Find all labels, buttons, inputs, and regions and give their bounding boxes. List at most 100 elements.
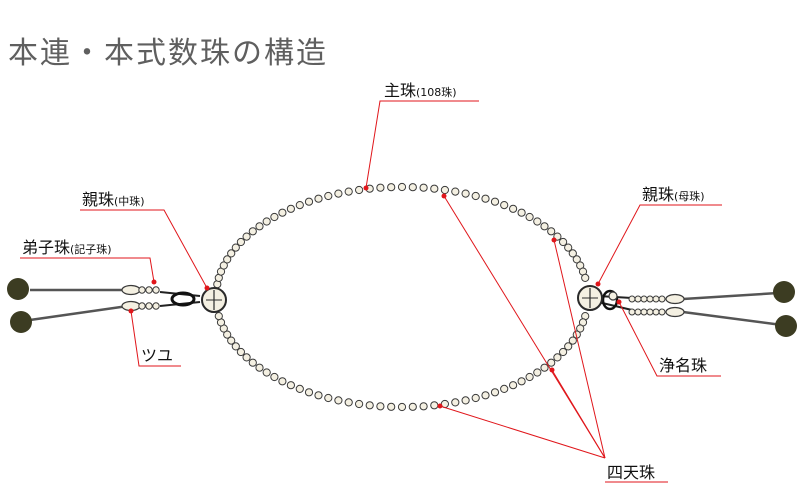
main-bead	[344, 187, 353, 196]
main-bead	[248, 227, 257, 236]
main-bead	[461, 396, 470, 405]
main-bead	[304, 388, 314, 397]
tassel-ball-left-lower	[10, 311, 32, 333]
main-bead	[481, 391, 490, 400]
main-bead	[547, 227, 556, 236]
main-bead	[227, 336, 236, 345]
main-bead	[419, 402, 428, 411]
leader-tsuyu	[130, 310, 181, 367]
main-bead-ring	[213, 182, 590, 412]
leader-lines	[20, 100, 722, 483]
main-bead	[286, 381, 295, 390]
main-bead	[355, 185, 364, 195]
main-bead	[500, 201, 509, 210]
main-bead	[255, 363, 264, 372]
tsuyu-bead-upper	[121, 284, 141, 296]
main-bead	[451, 398, 460, 407]
main-bead	[262, 368, 271, 377]
main-bead	[314, 391, 323, 400]
main-bead	[397, 182, 407, 192]
main-bead	[262, 217, 271, 226]
markers	[128, 185, 622, 409]
main-bead	[430, 184, 439, 193]
main-bead	[270, 372, 279, 382]
deshidama-bead	[152, 302, 160, 310]
left-knot	[170, 291, 196, 307]
main-bead	[481, 194, 490, 203]
label-shuju: 主珠(108珠)	[384, 81, 457, 100]
deshidama-beads	[138, 286, 160, 310]
main-bead	[533, 217, 542, 226]
main-bead	[572, 255, 581, 264]
main-bead	[255, 222, 264, 231]
right-string-bead	[640, 308, 648, 316]
marker-shuju	[363, 185, 369, 191]
deshidama-bead	[152, 286, 160, 294]
main-bead	[461, 189, 470, 198]
main-bead	[236, 347, 245, 357]
right-string-bead	[646, 295, 654, 303]
main-bead	[231, 243, 240, 252]
main-bead	[533, 368, 542, 377]
right-tassel-assembly	[577, 281, 797, 337]
main-bead	[490, 388, 500, 397]
main-bead	[344, 398, 353, 407]
label-oyadama-left: 親珠(中珠)	[82, 190, 145, 209]
main-bead	[376, 402, 385, 411]
right-string-bead	[652, 308, 660, 316]
main-bead	[365, 401, 374, 410]
leader-shitenju-3	[551, 369, 606, 459]
right-string-bead	[652, 295, 660, 303]
marker-tsuyu	[128, 308, 134, 314]
main-bead	[564, 243, 573, 252]
marker-jomyoju	[616, 299, 622, 305]
left-tassel-string-lower	[29, 304, 129, 322]
right-tassel-string-lower	[682, 310, 783, 327]
tassel-ball-right-lower	[775, 315, 797, 337]
right-end-bead-lower	[665, 306, 685, 318]
main-bead	[227, 249, 236, 258]
main-bead	[576, 324, 585, 333]
tassel-ball-right-upper	[773, 281, 795, 303]
main-bead	[214, 312, 223, 321]
main-bead	[568, 249, 577, 258]
main-bead	[334, 189, 343, 198]
tassel-ball-left-upper	[7, 278, 29, 300]
right-knot	[601, 289, 619, 311]
right-string-bead	[646, 308, 654, 316]
main-bead	[219, 261, 228, 270]
left-tassel-assembly	[7, 278, 227, 333]
right-end-bead-upper	[665, 293, 685, 305]
label-deshidama: 弟子珠(記子珠)	[22, 238, 112, 257]
main-bead	[334, 396, 343, 405]
main-bead	[419, 183, 428, 192]
main-bead	[304, 197, 314, 206]
main-bead	[517, 208, 526, 217]
marker-shitenju-3	[549, 367, 555, 373]
main-bead	[397, 402, 407, 412]
diagram-title: 本連・本式数珠の構造	[8, 36, 328, 71]
marker-oyadama-left	[204, 285, 210, 291]
main-bead	[440, 185, 449, 195]
marker-shitenju-4	[437, 403, 443, 409]
main-bead	[568, 336, 577, 345]
label-oyadama-right: 親珠(母珠)	[642, 185, 705, 204]
main-bead	[559, 347, 568, 357]
deshidama-bead	[138, 286, 146, 294]
label-shitenju: 四天珠	[607, 463, 655, 482]
main-bead	[387, 402, 396, 411]
marker-oyadama-right	[595, 281, 601, 287]
deshidama-bead	[145, 302, 153, 310]
right-string-beads	[628, 295, 666, 316]
main-bead	[540, 363, 549, 372]
main-bead	[564, 342, 573, 351]
marker-shitenju-2	[551, 237, 557, 243]
main-bead	[559, 237, 568, 247]
leader-shitenju-2	[553, 239, 606, 459]
main-bead	[286, 204, 295, 213]
right-string-bead	[634, 295, 642, 303]
jomyoju-bead	[608, 291, 618, 301]
main-bead	[581, 273, 590, 282]
main-bead	[231, 342, 240, 351]
